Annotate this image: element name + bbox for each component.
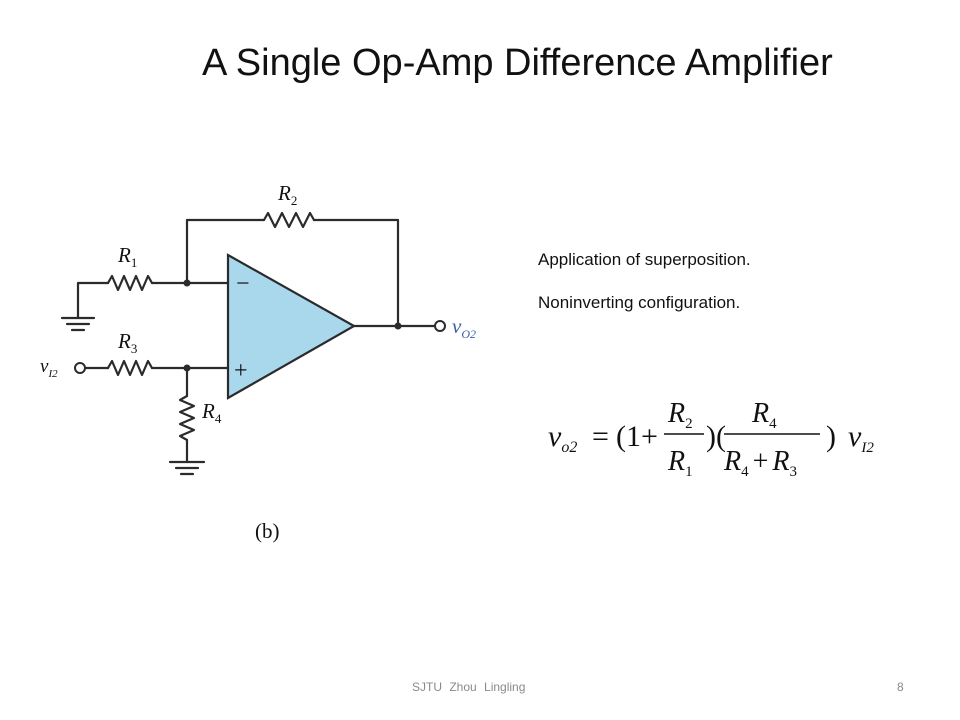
r3-label: R3 <box>117 329 137 356</box>
r2-label: R2 <box>277 181 297 208</box>
equals-sign: = <box>592 420 609 453</box>
r1-label: R1 <box>117 243 137 270</box>
input-terminal <box>74 362 86 374</box>
r4-label: R4 <box>201 399 222 426</box>
paren-close: ) <box>826 420 836 453</box>
equation-lhs: vo2 <box>548 420 577 456</box>
feedback-wire-right <box>312 218 400 328</box>
circuit-diagram: R1 R2 R3 R4 − + vO2 vI2 (b) <box>40 181 476 543</box>
output-label: vO2 <box>452 314 476 341</box>
bullet-superposition: Application of superposition. <box>538 250 751 269</box>
r4-resistor <box>178 394 196 442</box>
bullet-noninverting: Noninverting configuration. <box>538 293 741 312</box>
junction-node <box>394 322 402 330</box>
equation-rhs: vI2 <box>848 420 874 456</box>
r2-resistor <box>262 211 316 229</box>
paren-middle: )( <box>706 420 726 453</box>
figure-caption: (b) <box>255 519 280 543</box>
noninverting-input-sign: + <box>234 358 248 384</box>
footer-text: SJTU Zhou Lingling <box>412 680 526 694</box>
one-plus: (1+ <box>616 420 658 453</box>
feedback-wire <box>185 218 266 285</box>
junction-node <box>183 364 191 372</box>
slide-title: A Single Op-Amp Difference Amplifier <box>202 42 833 84</box>
junction-node <box>183 279 191 287</box>
inverting-input-sign: − <box>236 271 250 297</box>
r1-resistor <box>106 274 154 292</box>
page-number: 8 <box>897 680 904 694</box>
frac1-numerator: R2 <box>667 398 693 432</box>
input-label: vI2 <box>40 356 58 380</box>
output-terminal <box>434 320 446 332</box>
opamp-triangle <box>226 253 357 400</box>
r1-left-wire <box>76 281 110 320</box>
frac1-denominator: R1 <box>667 446 693 480</box>
frac2-denominator: R4+R3 <box>723 446 797 480</box>
frac2-numerator: R4 <box>751 398 777 432</box>
r3-resistor <box>106 359 154 377</box>
